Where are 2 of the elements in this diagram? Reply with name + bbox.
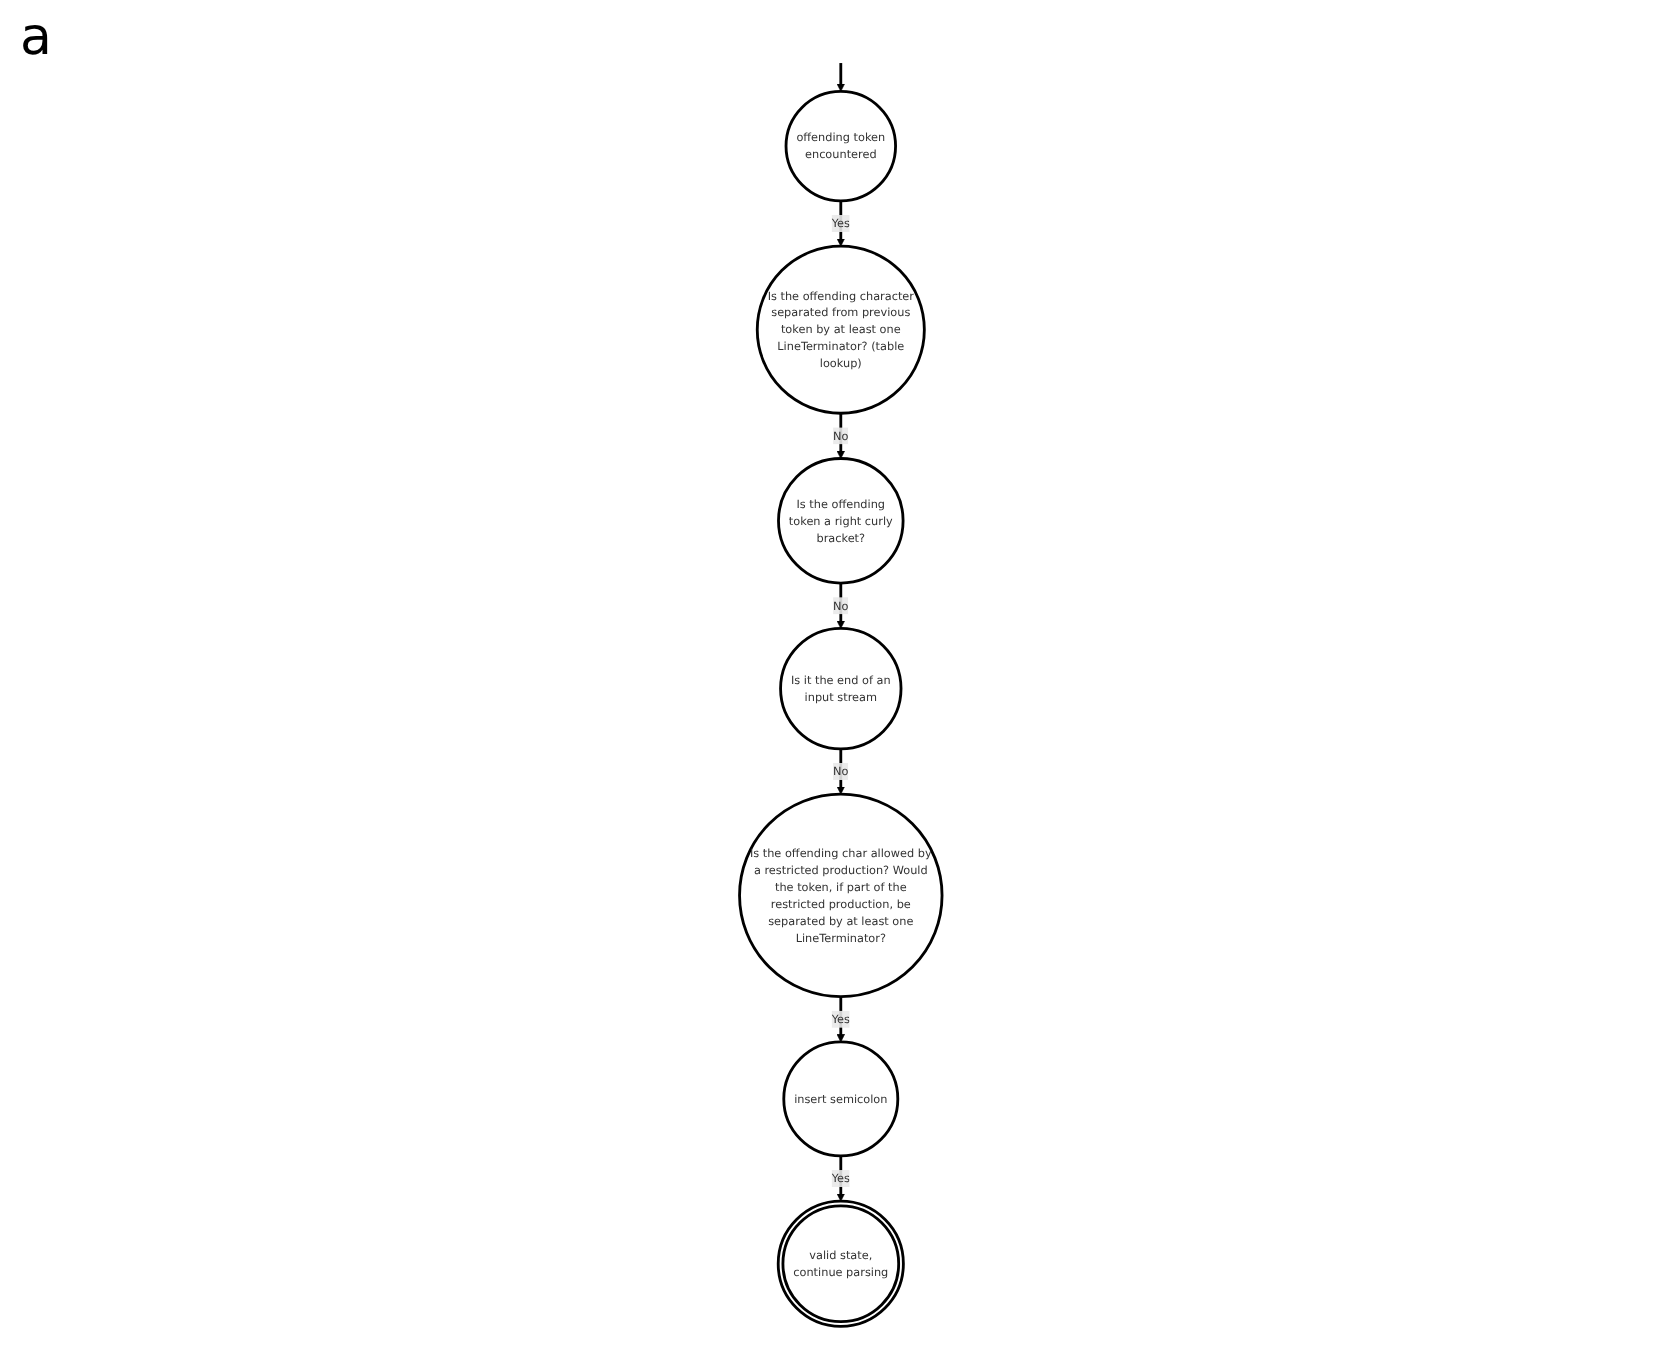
arrow	[835, 63, 845, 92]
panel-letter: a	[20, 8, 52, 68]
